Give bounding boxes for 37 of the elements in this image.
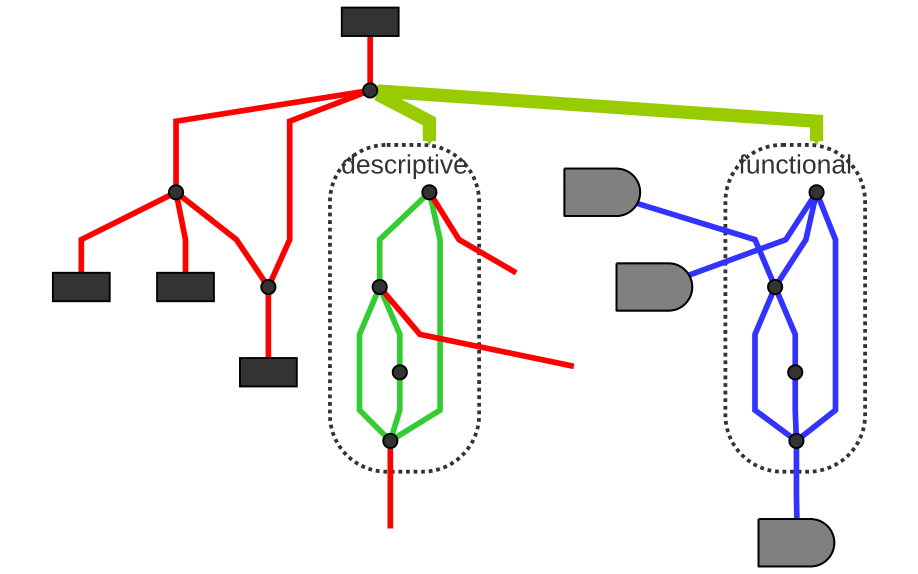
connector — [388, 448, 394, 529]
connector — [637, 200, 775, 282]
connector — [794, 448, 800, 520]
connector — [390, 379, 403, 435]
connector — [380, 292, 403, 366]
arrow — [376, 84, 824, 146]
connector — [752, 292, 792, 439]
connector — [430, 196, 518, 276]
node-box — [156, 272, 215, 302]
connector — [78, 192, 171, 273]
node-circle — [382, 432, 398, 449]
node-circle — [788, 432, 804, 449]
connector — [382, 290, 574, 370]
connector — [776, 198, 818, 283]
node-circle — [808, 184, 825, 200]
connector — [792, 379, 799, 434]
node-circle — [372, 278, 388, 296]
node-circle — [787, 364, 804, 380]
node-circle — [421, 184, 438, 200]
node-circle — [260, 278, 276, 296]
connector — [394, 198, 443, 440]
node-circle — [362, 82, 378, 98]
node-circle — [767, 278, 784, 296]
connector — [356, 292, 388, 438]
node-box — [340, 6, 400, 37]
connector — [173, 88, 364, 186]
node-box — [52, 272, 111, 302]
connector — [180, 194, 267, 283]
connector — [367, 36, 374, 84]
connector — [800, 198, 838, 439]
connector — [775, 292, 798, 366]
node-box — [239, 357, 298, 388]
node-circle — [168, 184, 184, 200]
connector — [266, 294, 272, 358]
node-circle — [392, 364, 408, 380]
connector — [376, 195, 426, 280]
connector — [174, 198, 188, 273]
